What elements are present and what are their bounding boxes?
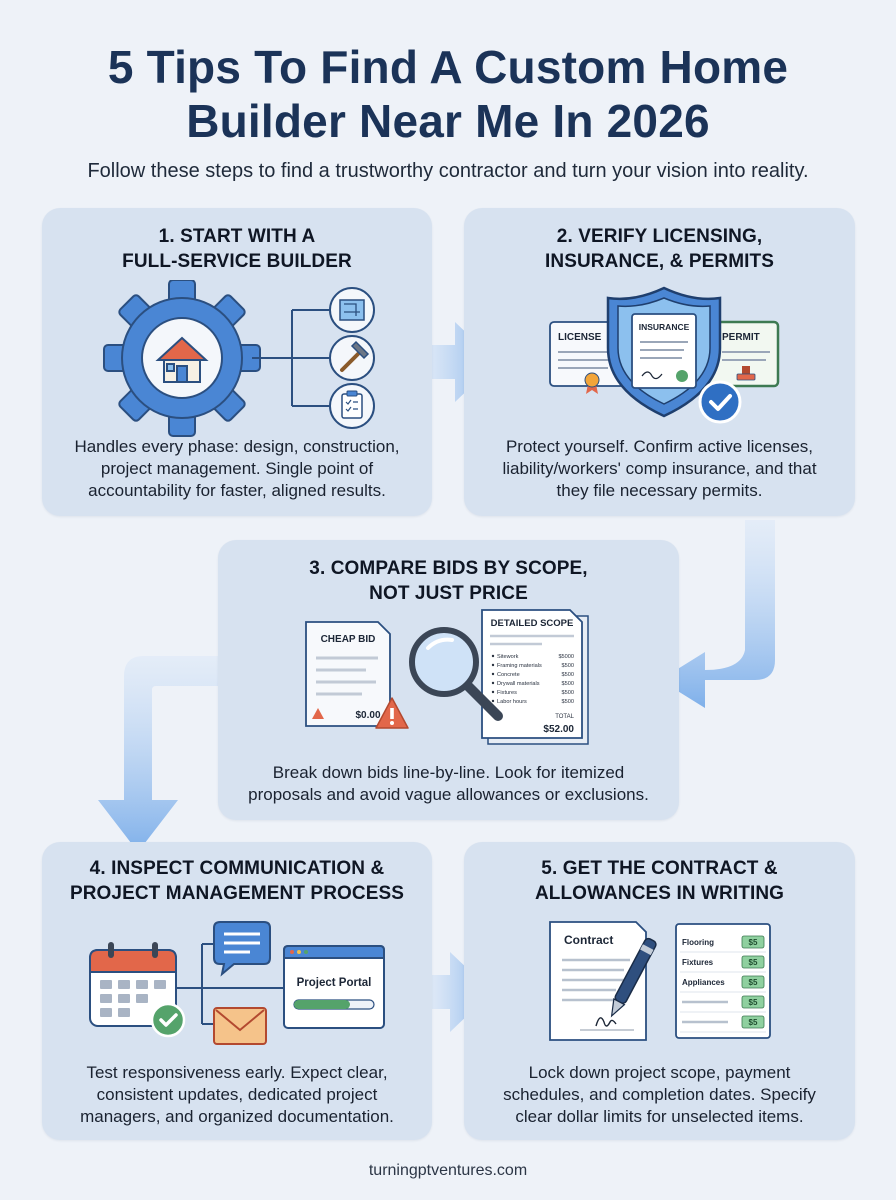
svg-text:LICENSE: LICENSE [558, 332, 602, 343]
scope-item-value: $500 [562, 672, 574, 678]
chat-icon [213, 921, 271, 977]
step-card-4: 4. INSPECT COMMUNICATION & PROJECT MANAG… [42, 842, 432, 1140]
allowance-value: $5 [749, 958, 758, 967]
scope-item-name: Sitework [497, 654, 519, 660]
allowance-row: $5 [680, 1015, 766, 1033]
allowance-row: $5 [680, 995, 766, 1013]
scope-item-value: $500 [562, 699, 574, 705]
scope-line-item: Framing materials $500 [491, 663, 574, 669]
scope-item-name: Labor hours [497, 699, 527, 705]
allowance-value: $5 [749, 978, 758, 987]
arrow-step1-to-step2 [414, 322, 497, 402]
svg-text:Project Portal: Project Portal [297, 977, 372, 989]
arrow-step2-to-step3 [660, 520, 775, 708]
magnifier-icon [409, 627, 503, 721]
cheap-bid-document: CHEAP BID $0.00 [305, 621, 391, 727]
page-title: 5 Tips To Find A Custom Home Builder Nea… [0, 40, 896, 148]
house-icon [155, 336, 209, 383]
checkmark-icon [150, 1002, 186, 1038]
blueprint-icon [329, 287, 375, 333]
scope-line-item: Drywall materials $500 [491, 681, 574, 687]
page-title-line-1: 5 Tips To Find A Custom Home [107, 41, 789, 93]
scope-line-item: Sitework $5000 [491, 654, 574, 660]
scope-line-item: Labor hours $500 [491, 699, 574, 705]
footer-website: turningptventures.com [368, 1162, 528, 1179]
step-5-title: 5. GET THE CONTRACT & ALLOWANCES IN WRIT… [534, 858, 785, 904]
step-3-title: 3. COMPARE BIDS BY SCOPE, NOT JUST PRICE [309, 558, 588, 604]
page-title-line-2: Builder Near Me In 2026 [186, 95, 710, 147]
allowance-value: $5 [749, 998, 758, 1007]
step-4-illustration: Project Portal [89, 921, 385, 1045]
step-card-1: 1. START WITH A FULL-SERVICE BUILDER [42, 208, 432, 516]
svg-text:DETAILED SCOPE: DETAILED SCOPE [491, 618, 574, 629]
pen-icon [610, 937, 657, 1018]
svg-text:INSURANCE: INSURANCE [639, 322, 690, 332]
envelope-icon [213, 1007, 267, 1045]
scope-item-name: Drywall materials [497, 681, 540, 687]
arrow-step3-to-step4 [98, 656, 218, 852]
checkmark-icon [698, 380, 742, 424]
step-5-description: Lock down project scope, payment schedul… [503, 1063, 816, 1126]
step-card-2: 2. VERIFY LICENSING, INSURANCE, & PERMIT… [464, 208, 855, 516]
warning-icon [375, 697, 409, 729]
contract-document: Contract [549, 921, 647, 1041]
step-4-title: 4. INSPECT COMMUNICATION & PROJECT MANAG… [69, 858, 405, 904]
allowance-value: $5 [749, 1018, 758, 1027]
portal-progress-fill [294, 1000, 350, 1009]
allowance-row: Appliances $5 [680, 975, 766, 993]
step-2-title: 2. VERIFY LICENSING, INSURANCE, & PERMIT… [545, 226, 774, 272]
gear-icon [103, 280, 261, 437]
allowance-row: Fixtures $5 [680, 955, 766, 973]
allowance-name: Flooring [682, 938, 714, 947]
warning-icon [312, 708, 324, 719]
arrow-step4-to-step5 [422, 952, 492, 1032]
step-1-description: Handles every phase: design, constructio… [74, 437, 400, 500]
step-1-illustration [103, 280, 375, 437]
allowance-name: Appliances [682, 978, 725, 987]
svg-text:TOTAL: TOTAL [555, 714, 574, 720]
hammer-icon [329, 335, 375, 381]
clipboard-icon [329, 383, 375, 429]
step-2-illustration: LICENSE PERMIT INSURANCE [549, 286, 780, 424]
scope-item-name: Concrete [497, 672, 520, 678]
step-1-title: 1. START WITH A FULL-SERVICE BUILDER [122, 226, 352, 272]
svg-text:CHEAP BID: CHEAP BID [321, 634, 376, 645]
step-5-illustration: Contract Flooring$5Fixtures$5Appliances$… [549, 921, 771, 1041]
step-card-5: 5. GET THE CONTRACT & ALLOWANCES IN WRIT… [464, 842, 855, 1140]
scope-line-item: Fixtures $500 [491, 690, 574, 696]
seal-icon [584, 372, 600, 394]
calendar-icon [89, 942, 186, 1038]
stamp-icon [736, 366, 756, 381]
scope-item-name: Framing materials [497, 663, 542, 669]
svg-text:PERMIT: PERMIT [722, 332, 760, 343]
step-2-description: Protect yourself. Confirm active license… [502, 437, 817, 500]
scope-item-value: $500 [562, 690, 574, 696]
step-3-illustration: CHEAP BID $0.00 DETAILED SCOPE Sitework $… [305, 609, 589, 745]
allowance-row: Flooring $5 [680, 935, 766, 953]
svg-text:$52.00: $52.00 [543, 724, 574, 735]
scope-item-value: $5000 [558, 654, 574, 660]
scope-line-item: Concrete $500 [491, 672, 574, 678]
svg-text:Contract: Contract [564, 933, 613, 947]
step-3-description: Break down bids line-by-line. Look for i… [248, 763, 649, 804]
scope-item-value: $500 [562, 663, 574, 669]
step-card-3: 3. COMPARE BIDS BY SCOPE, NOT JUST PRICE… [218, 540, 679, 820]
scope-item-value: $500 [562, 681, 574, 687]
insurance-document: INSURANCE [631, 313, 697, 389]
scope-item-name: Fixtures [497, 690, 517, 696]
allowance-value: $5 [749, 938, 758, 947]
step-4-description: Test responsiveness early. Expect clear,… [80, 1063, 394, 1126]
page-subtitle: Follow these steps to find a trustworthy… [87, 160, 809, 182]
allowance-name: Fixtures [682, 958, 714, 967]
project-portal-window: Project Portal [283, 945, 385, 1029]
svg-text:$0.00: $0.00 [355, 710, 380, 721]
